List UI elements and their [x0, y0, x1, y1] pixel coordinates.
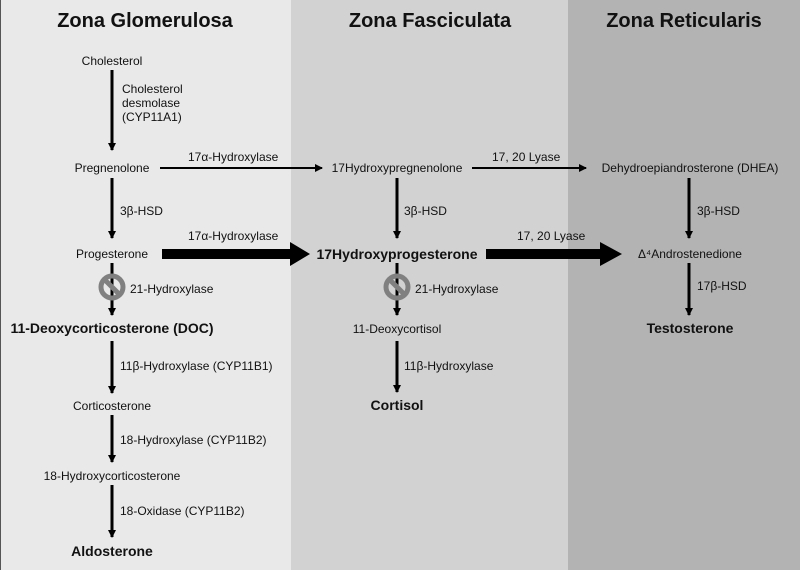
node-aldosterone: Aldosterone [71, 543, 153, 559]
enzyme-17b-hsd: 17β-HSD [697, 279, 747, 293]
zone-fasciculata-title: Zona Fasciculata [348, 10, 512, 32]
zone-glomerulosa-title: Zona Glomerulosa [57, 10, 233, 32]
zone-glomerulosa-column [0, 0, 292, 570]
enzyme-3b-hsd: 3β-HSD [404, 204, 447, 218]
enzyme-17a-hydroxylase: 17α-Hydroxylase [188, 229, 279, 243]
node-11-deoxycortisol: 11-Deoxycortisol [352, 322, 442, 336]
zone-reticularis-column [568, 0, 800, 570]
enzyme-21-hydroxylase: 21-Hydroxylase [415, 282, 499, 296]
node-progesterone: Progesterone [75, 247, 149, 261]
enzyme-18-hydroxylase: 18-Hydroxylase (CYP11B2) [120, 433, 267, 447]
node-18-hydroxycorticosterone: 18-Hydroxycorticosterone [43, 469, 181, 483]
enzyme-cholesterol-desmolase: Cholesterol desmolase (CYP11A1) [122, 82, 183, 124]
enzyme-21-hydroxylase: 21-Hydroxylase [130, 282, 214, 296]
enzyme-3b-hsd: 3β-HSD [697, 204, 740, 218]
node-17-hydroxyprogesterone: 17Hydroxyprogesterone [316, 246, 478, 262]
node-doc: 11-Deoxycorticosterone (DOC) [10, 320, 214, 336]
node-17-hydroxypregnenolone: 17Hydroxypregnenolone [331, 161, 463, 175]
enzyme-18-oxidase: 18-Oxidase (CYP11B2) [120, 504, 245, 518]
enzyme-11b-hydroxylase-cyp11b1: 11β-Hydroxylase (CYP11B1) [120, 359, 273, 373]
enzyme-17-20-lyase: 17, 20 Lyase [492, 150, 561, 164]
prohibition-icon [98, 273, 126, 301]
node-dhea: Dehydroepiandrosterone (DHEA) [601, 161, 779, 175]
enzyme-11b-hydroxylase: 11β-Hydroxylase [404, 359, 494, 373]
node-cholesterol: Cholesterol [81, 54, 143, 68]
node-pregnenolone: Pregnenolone [74, 161, 150, 175]
zone-reticularis-title: Zona Reticularis [606, 10, 762, 32]
enzyme-17a-hydroxylase: 17α-Hydroxylase [188, 150, 279, 164]
enzyme-17-20-lyase: 17, 20 Lyase [517, 229, 586, 243]
enzyme-3b-hsd: 3β-HSD [120, 204, 163, 218]
node-androstenedione: Δ⁴Androstenedione [638, 247, 742, 261]
zone-fasciculata-column [291, 0, 568, 570]
node-cortisol: Cortisol [370, 397, 424, 413]
prohibition-icon [383, 273, 411, 301]
node-corticosterone: Corticosterone [72, 399, 152, 413]
node-testosterone: Testosterone [646, 320, 734, 336]
